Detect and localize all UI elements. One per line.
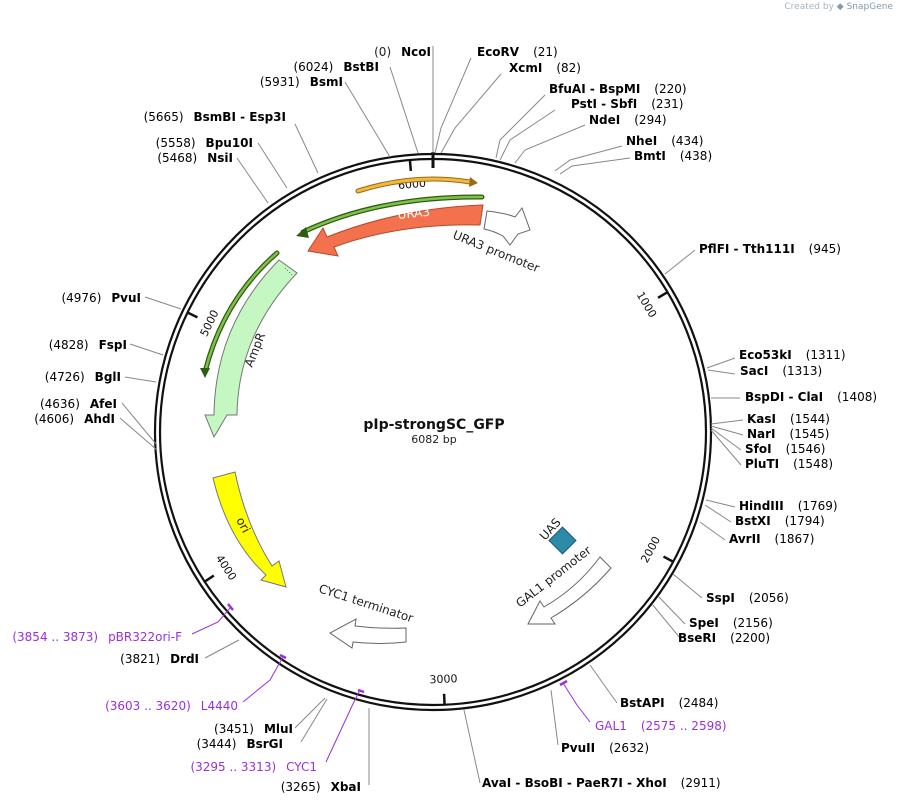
tick-mark <box>186 311 198 319</box>
gal1-promoter-label: GAL1 promoter <box>513 543 594 610</box>
snapgene-credit: Created by ◆ SnapGene <box>784 2 893 12</box>
primer-label-cyc1: (3295 .. 3313)CYC1 <box>190 760 317 774</box>
enzyme-label: SpeI(2156) <box>689 616 773 630</box>
ori-arrow <box>212 471 287 588</box>
primer-leader-gal1 <box>562 682 591 723</box>
enzyme-label: BseRI(2200) <box>678 631 770 645</box>
enzyme-label: (4828)FspI <box>49 338 127 352</box>
primer-leader-cyc1 <box>325 689 361 763</box>
enzyme-label: SacI(1313) <box>740 364 822 378</box>
primer-label-l4440: (3603 .. 3620)L4440 <box>105 699 238 713</box>
enzyme-label: (5558)Bpu10I <box>156 136 253 150</box>
backbone <box>153 152 713 712</box>
enzyme-label: PflFI - Tth111I(945) <box>699 242 841 256</box>
cyc1-terminator-arrow <box>329 618 407 649</box>
enzyme-label: BstAPI(2484) <box>620 696 718 710</box>
ura3-label: URA3 <box>397 205 431 222</box>
enzyme-label: (3444)BsrGI <box>197 737 283 751</box>
enzyme-label: AvrII(1867) <box>729 532 814 546</box>
primer-label-gal1: GAL1(2575 .. 2598) <box>595 719 727 733</box>
enzyme-label: (6024)BstBI <box>293 60 379 74</box>
enzyme-label: (4636)AfeI <box>40 397 117 411</box>
enzyme-label: PluTI(1548) <box>745 457 833 471</box>
enzyme-label: NdeI(294) <box>589 113 667 127</box>
tick-label: 2000 <box>638 534 663 565</box>
primer-mark-l4440 <box>279 653 287 660</box>
orf-top <box>356 177 472 193</box>
snapgene-logo-icon: ◆ <box>836 2 844 12</box>
enzyme-label: (0)NcoI <box>374 45 431 59</box>
primer-leader-l4440 <box>242 656 284 703</box>
enzyme-label: BfuAI - BspMI(220) <box>549 82 687 96</box>
enzyme-label: SspI(2056) <box>706 591 789 605</box>
enzyme-label: BspDI - ClaI(1408) <box>745 390 877 404</box>
enzyme-label: HindIII(1769) <box>739 499 838 513</box>
enzyme-label: SfoI(1546) <box>745 442 825 456</box>
enzyme-labels: (0)NcoI EcoRV(21) XcmI(82) BfuAI - BspMI… <box>34 45 877 794</box>
enzyme-label: KasI(1544) <box>747 412 830 426</box>
uas-box <box>548 526 577 555</box>
primer-label-pbr322: (3854 .. 3873)pBR322ori-F <box>12 630 182 644</box>
enzyme-label: (3451)MluI <box>214 722 293 736</box>
tick-label: 3000 <box>429 672 458 686</box>
enzyme-label: PstI - SbfI(231) <box>571 97 683 111</box>
orf-ampr-arrow <box>200 368 210 378</box>
orf-ampr <box>203 251 279 374</box>
ura3-promoter-label: URA3 promoter <box>451 228 542 275</box>
gal1-promoter-arrow <box>527 556 612 625</box>
enzyme-label: (5468)NsiI <box>157 151 233 165</box>
enzyme-label: BmtI(438) <box>634 149 712 163</box>
primer-leader-pbr322 <box>191 606 232 635</box>
enzyme-label: (3821)DrdI <box>120 652 199 666</box>
enzyme-label: BstXI(1794) <box>735 514 825 528</box>
ura3-promoter-arrow <box>483 206 531 246</box>
credit-text: Created by <box>784 2 834 12</box>
cyc1-terminator-label: CYC1 terminator <box>317 582 415 626</box>
orf-top-arrow <box>469 177 478 187</box>
enzyme-label: XcmI(82) <box>509 61 581 75</box>
tick-mark <box>657 291 669 299</box>
enzyme-label: (4976)PvuI <box>61 291 141 305</box>
enzyme-leaders <box>119 46 744 785</box>
enzyme-label: (4726)BglI <box>45 370 121 384</box>
enzyme-label: (5931)BsmI <box>260 75 343 89</box>
enzyme-label: PvuII(2632) <box>561 741 649 755</box>
enzyme-label: AvaI - BsoBI - PaeR7I - XhoI(2911) <box>482 776 721 790</box>
enzyme-label: NarI(1545) <box>747 427 829 441</box>
enzyme-label: Eco53kI(1311) <box>739 348 846 362</box>
tick-mark <box>203 574 215 583</box>
ampr-arrow <box>204 259 298 439</box>
tick-mark <box>408 159 413 172</box>
plasmid-length: 6082 bp <box>411 433 456 446</box>
tick-label: 1000 <box>634 289 660 320</box>
enzyme-label: (3265)XbaI <box>281 780 361 794</box>
features: URA3 URA3 promoter AmpR ori CYC1 termina… <box>200 176 612 649</box>
ori-label: ori <box>233 515 253 535</box>
orf-ura3-arrow <box>296 227 309 238</box>
primers: GAL1(2575 .. 2598) (3295 .. 3313)CYC1 (3… <box>12 603 727 774</box>
credit-brand: SnapGene <box>846 2 893 12</box>
tick-mark <box>662 555 674 563</box>
orf-ura3 <box>301 195 484 234</box>
enzyme-label: EcoRV(21) <box>477 45 558 59</box>
enzyme-label: (5665)BsmBI - Esp3I <box>144 110 286 124</box>
plasmid-name: pIp-strongSC_GFP <box>363 417 504 433</box>
tick-label: 4000 <box>213 552 239 583</box>
ampr-dots <box>284 267 294 277</box>
ura3-arrow <box>307 204 484 257</box>
enzyme-label: NheI(434) <box>626 134 703 148</box>
enzyme-label: (4606)AhdI <box>34 412 115 426</box>
primer-mark-cyc1 <box>357 688 365 694</box>
